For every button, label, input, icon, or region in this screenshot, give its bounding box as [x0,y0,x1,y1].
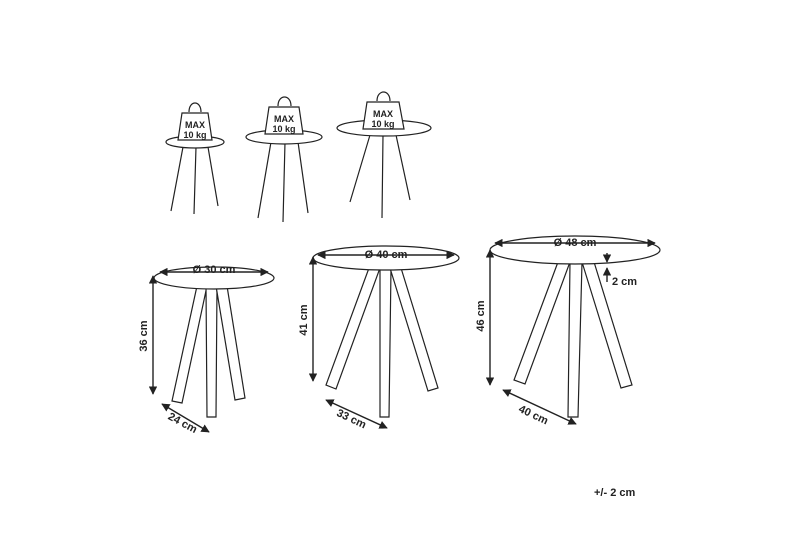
small-table-legs [170,146,219,215]
table-48-diameter-label: Ø 48 cm [554,237,597,249]
table-40-legs [325,267,439,418]
depth-dimension-line [161,403,210,433]
medium-table-legs [257,141,309,223]
table-48-drawing: Ø 48 cm 46 cm 40 cm 2 cm [475,235,661,427]
table-30-drawing: Ø 30 cm 36 cm 24 cm [138,264,275,436]
table-30-diameter-label: Ø 30 cm [193,264,236,276]
table-30-height-label: 36 cm [138,320,150,351]
depth-dimension-line [502,389,577,425]
weight-value-label: 10 kg [371,119,394,129]
small-table-load-illustration: MAX 10 kg [165,102,225,215]
depth-dimension-line [325,399,388,429]
weight-value-label: 10 kg [183,130,206,140]
table-48-thickness-label: 2 cm [612,276,637,288]
large-table-load-illustration: MAX 10 kg [336,91,432,219]
weight-icon: MAX 10 kg [362,91,405,130]
tolerance-note: +/- 2 cm [594,487,635,499]
weight-max-label: MAX [185,120,205,130]
weight-icon: MAX 10 kg [264,96,304,135]
table-40-diameter-label: Ø 40 cm [365,249,408,261]
table-40-drawing: Ø 40 cm 41 cm 33 cm [298,245,460,431]
large-table-legs [349,134,411,219]
table-30-legs [171,285,246,418]
weight-max-label: MAX [274,114,294,124]
table-48-height-label: 46 cm [475,300,487,331]
table-48-legs [513,261,633,418]
table-40-height-label: 41 cm [298,304,310,335]
table-48-depth-label: 40 cm [517,403,551,427]
weight-value-label: 10 kg [272,124,295,134]
weight-max-label: MAX [373,109,393,119]
medium-table-load-illustration: MAX 10 kg [245,96,323,223]
table-30-depth-label: 24 cm [166,411,199,436]
weight-icon: MAX 10 kg [177,102,213,141]
